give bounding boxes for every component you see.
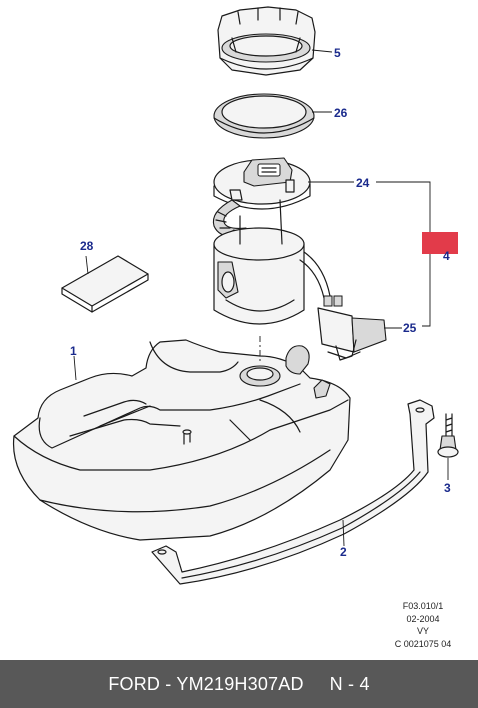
locking-ring-part: [217, 6, 316, 76]
footer-position: N - 4: [329, 673, 370, 694]
highlight-marker: [422, 232, 458, 254]
seal-ring-part: [213, 93, 315, 139]
reference-line-vy: VY: [416, 626, 429, 636]
callout-2: 2: [340, 545, 347, 559]
strap-bolt-part: [437, 413, 459, 458]
tank-strap-part: [151, 399, 435, 585]
level-sender-part: [317, 307, 387, 361]
callouts: 5 26 24 4 28 25 1 3 2: [70, 46, 451, 559]
reference-line-code: F03.010/1: [402, 601, 444, 611]
callout-4: 4: [443, 249, 450, 263]
fuel-tank-part: [12, 339, 351, 541]
callout-5: 5: [334, 46, 341, 60]
callout-26: 26: [334, 106, 348, 120]
callout-25: 25: [403, 321, 417, 335]
drawing-reference: F03.010/1 02-2004 VY C 0021075 04: [378, 600, 468, 650]
callout-24: 24: [356, 176, 370, 190]
reference-line-number: C 0021075 04: [394, 638, 452, 649]
filter-pad-part: [61, 255, 149, 313]
footer-bar: FORD - YM219H307AD N - 4: [0, 660, 478, 708]
callout-1: 1: [70, 344, 77, 358]
parts-diagram: .ln { fill: none; stroke: #1a1a1a; strok…: [12, 6, 459, 585]
reference-line-date: 02-2004: [406, 613, 440, 624]
fuel-pump-unit-part: [212, 157, 343, 325]
callout-3: 3: [444, 481, 451, 495]
footer-part-number: FORD - YM219H307AD: [108, 673, 304, 694]
callout-28: 28: [80, 239, 94, 253]
